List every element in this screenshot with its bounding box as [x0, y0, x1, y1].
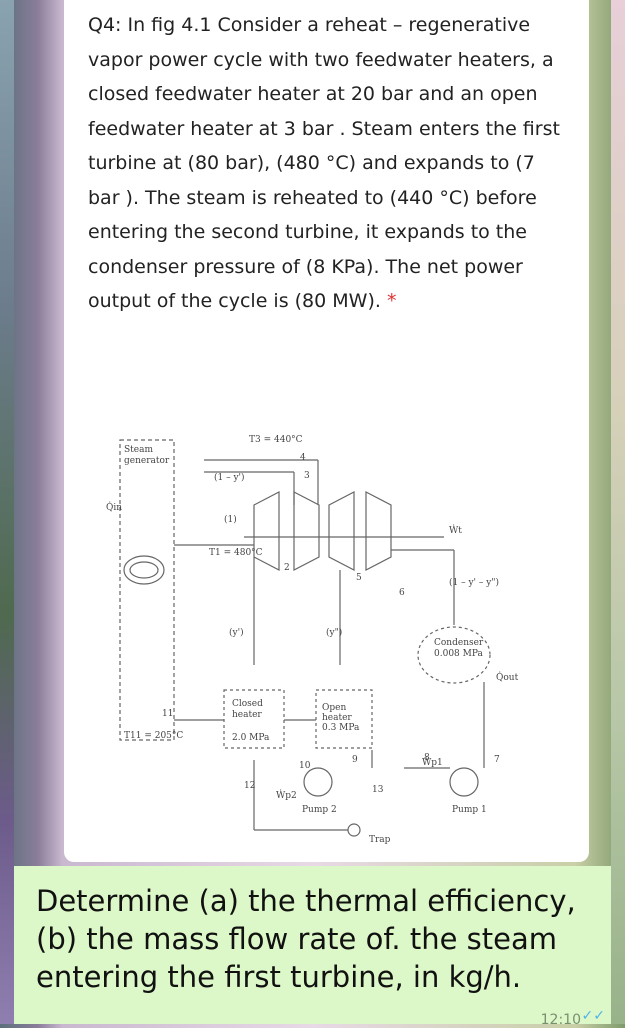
open-heater-pressure: 0.3 MPa [322, 723, 360, 733]
closed-heater-label-2: heater [232, 710, 262, 720]
state-2: 2 [284, 563, 290, 573]
q-in-label: Q̇in [106, 501, 122, 513]
state-6: 6 [399, 588, 405, 598]
state-9: 9 [352, 755, 358, 765]
background-right-strip [611, 0, 625, 1024]
steam-generator-label-2: generator [124, 456, 170, 466]
t-feed-label: T11 = 205°C [124, 731, 183, 741]
closed-heater-pressure: 2.0 MPa [232, 733, 270, 743]
pump-1-label: Pump 1 [452, 805, 487, 815]
open-heater [315, 689, 373, 749]
pump-2-label: Pump 2 [302, 805, 337, 815]
pump-2 [303, 767, 333, 797]
w-p1-label: Ẇp1 [422, 756, 443, 768]
state-8: 8 [424, 753, 430, 763]
closed-heater [223, 689, 285, 749]
y1-label: (y') [229, 627, 244, 638]
cycle-diagram: Steam generator T3 = 440°C (1 – y') T1 =… [106, 435, 519, 845]
state-3: 3 [304, 471, 310, 481]
w-t-label: Ẇt [449, 524, 462, 536]
state-5: 5 [356, 573, 362, 583]
question-text: Q4: In fig 4.1 Consider a reheat – regen… [88, 8, 568, 319]
question-card: Q4: In fig 4.1 Consider a reheat – regen… [64, 0, 589, 862]
closed-heater-label-1: Closed [232, 699, 263, 709]
t-reheat-label: T3 = 440°C [249, 435, 303, 445]
turbine-4 [365, 491, 392, 571]
message-time: 12:10 [540, 1012, 581, 1028]
required-marker: * [386, 290, 397, 312]
q-out-label: Q̇out [496, 671, 519, 683]
trap-label: Trap [369, 835, 391, 845]
open-heater-label-1: Open [322, 703, 346, 713]
state-10: 10 [299, 761, 311, 771]
fraction-cond-label: (1 – y' – y") [449, 577, 499, 588]
trap [347, 823, 361, 837]
steam-generator-label-1: Steam [124, 445, 153, 455]
pump-1 [449, 767, 479, 797]
fraction-reheat-label: (1 – y') [214, 472, 245, 483]
condenser [417, 626, 491, 684]
instruction-text: Determine (a) the thermal efficiency, (b… [36, 884, 576, 994]
state-12: 12 [244, 781, 255, 791]
state-13: 13 [372, 785, 384, 795]
condenser-label-2: 0.008 MPa [434, 649, 483, 659]
question-body: Q4: In fig 4.1 Consider a reheat – regen… [88, 14, 560, 312]
state-4: 4 [300, 453, 306, 463]
y2-label: (y") [326, 627, 342, 638]
turbine-2 [293, 491, 320, 571]
w-p2-label: Ẇp2 [276, 789, 297, 801]
read-check-icon: ✓✓ [581, 1008, 605, 1024]
turbine-1 [253, 491, 280, 571]
background-left-strip [0, 0, 14, 1024]
steam-generator-box [119, 439, 175, 741]
condenser-label-1: Condenser [434, 638, 484, 648]
t-inlet-label: T1 = 480°C [209, 548, 263, 558]
message-bubble: Determine (a) the thermal efficiency, (b… [14, 866, 611, 1028]
state-11: 11 [162, 709, 173, 719]
unit-label-top: (1) [224, 514, 237, 525]
open-heater-label-2: heater [322, 713, 352, 723]
state-7: 7 [494, 755, 500, 765]
turbine-3 [328, 491, 355, 571]
